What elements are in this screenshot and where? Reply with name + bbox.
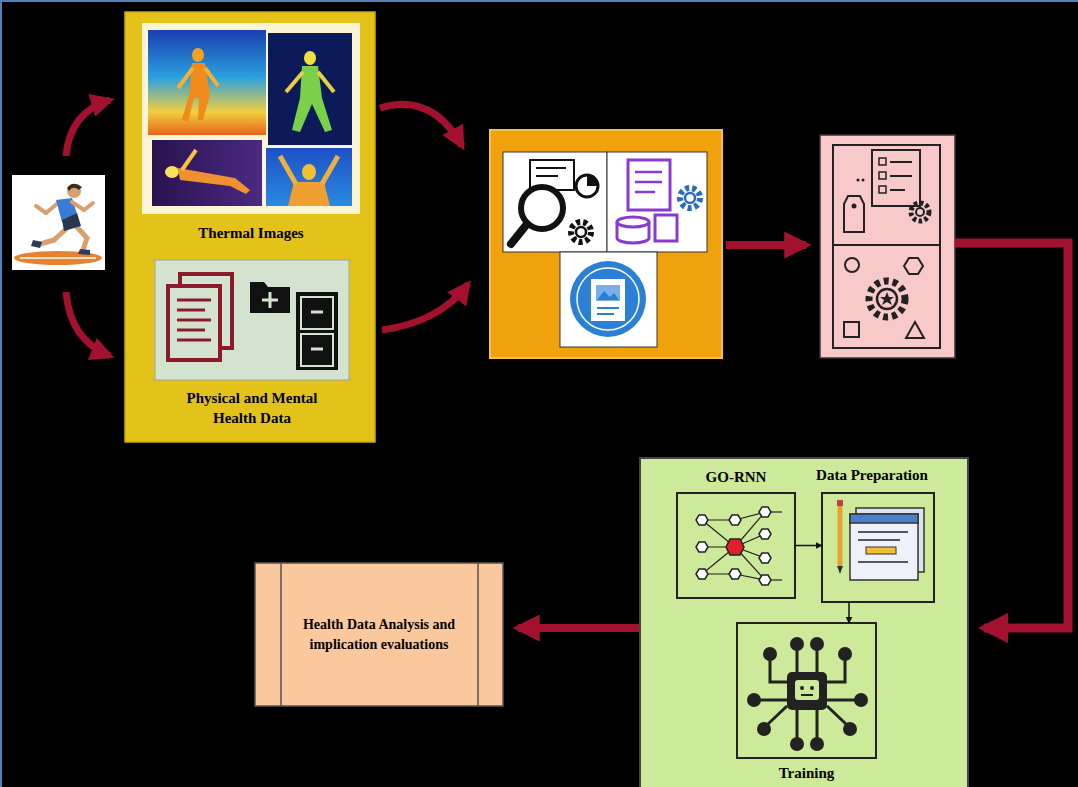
node-label: Training <box>779 764 835 782</box>
data-preparation-icon <box>822 493 934 602</box>
process-box: Health Data Analysis and implication eva… <box>255 563 503 706</box>
node-label: Data Preparation <box>816 466 928 484</box>
training-icon <box>737 623 876 758</box>
process-box: GO-RNN <box>677 468 795 598</box>
node-label: Physical and Mental Health Data <box>168 388 336 428</box>
go-rnn-icon <box>677 493 795 598</box>
flow-arrows <box>66 100 1068 628</box>
box-outline <box>822 493 934 602</box>
thermal-image-collage <box>142 23 360 214</box>
output-box-shape <box>255 563 503 706</box>
process-box: Physical and Mental Health Data <box>155 260 349 428</box>
box-outline <box>677 493 795 598</box>
node-label: GO-RNN <box>706 468 767 486</box>
box-outline: Health Data Analysis and implication eva… <box>255 563 503 706</box>
input-panel <box>125 12 375 442</box>
health-data-icons <box>155 260 349 380</box>
box-outline <box>737 623 876 758</box>
process-box: Data Preparation <box>806 466 938 602</box>
runner-icon <box>12 175 105 270</box>
feature-extraction-icons <box>820 135 955 358</box>
preprocessing-icons <box>490 130 722 358</box>
flow-connector <box>795 545 822 547</box>
process-box: Training <box>737 623 876 782</box>
flow-connector <box>848 602 850 623</box>
frame-line <box>0 0 2 787</box>
process-box: Thermal Images <box>142 23 360 243</box>
frame-line <box>0 0 1078 2</box>
model-panel <box>640 458 968 787</box>
node-label: Health Data Analysis and implication eva… <box>284 615 474 655</box>
node-label: Thermal Images <box>198 223 303 243</box>
box-outline <box>142 23 360 214</box>
box-outline <box>155 260 349 380</box>
